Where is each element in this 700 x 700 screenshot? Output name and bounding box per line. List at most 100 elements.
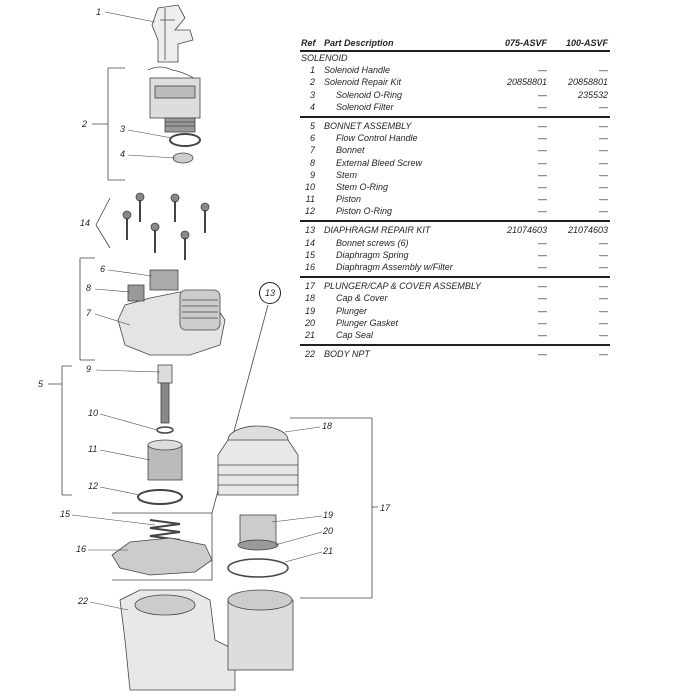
part-description: BONNET ASSEMBLY [324, 120, 412, 131]
group-divider [300, 115, 610, 118]
part-number-100-asvf: — [599, 101, 608, 112]
callout-15: 15 [60, 509, 71, 519]
part-number-075-asvf: — [538, 237, 547, 248]
part-description: Solenoid Repair Kit [324, 77, 402, 88]
callout-13: 13 [259, 282, 281, 304]
part-number-075-asvf: — [538, 329, 547, 340]
ref-number: 14 [304, 237, 315, 248]
part-description: Piston O-Ring [336, 206, 393, 217]
callout-6: 6 [100, 264, 106, 274]
table-header: Ref Part Description 075-ASVF 100-ASVF [300, 38, 610, 52]
stem-o-ring-part [156, 426, 174, 434]
ref-number: 2 [309, 77, 315, 88]
part-number-075-asvf: — [538, 349, 547, 360]
part-number-100-asvf: — [599, 249, 608, 260]
callout-10: 10 [88, 408, 99, 418]
part-number-075-asvf: — [538, 65, 547, 76]
part-number-075-asvf: — [538, 317, 547, 328]
part-number-100-asvf: — [599, 349, 608, 360]
part-number-100-asvf: — [599, 181, 608, 192]
part-description: Bonnet screws (6) [336, 237, 409, 248]
piston-o-ring-part [137, 489, 183, 505]
callout-21: 21 [323, 546, 334, 556]
callout-1: 1 [96, 7, 102, 17]
part-number-100-asvf: — [599, 293, 608, 304]
callout-12: 12 [88, 481, 99, 491]
part-number-075-asvf: — [538, 169, 547, 180]
ref-number: 6 [309, 133, 315, 144]
part-description: Stem [336, 169, 358, 180]
ref-number: 3 [309, 89, 315, 100]
bracket-5 [48, 365, 72, 496]
part-number-100-asvf: — [599, 120, 608, 131]
group-divider [300, 276, 610, 279]
part-number-075-asvf: 21074603 [506, 225, 547, 236]
bonnet-part [117, 269, 226, 356]
part-number-100-asvf: 21074603 [567, 225, 608, 236]
part-number-075-asvf: — [538, 249, 547, 260]
ref-number: 9 [309, 169, 315, 180]
parts-table: Ref Part Description 075-ASVF 100-ASVF S… [300, 38, 610, 360]
part-number-075-asvf: — [538, 293, 547, 304]
callout-14: 14 [80, 218, 91, 228]
solenoid-part [147, 66, 201, 133]
part-description: External Bleed Screw [336, 157, 423, 168]
callout-19: 19 [323, 510, 334, 520]
part-number-100-asvf: — [599, 206, 608, 217]
kit-box [112, 512, 213, 581]
part-description: Stem O-Ring [336, 181, 389, 192]
header-description: Part Description [324, 38, 394, 48]
part-description: Solenoid Filter [336, 101, 394, 112]
section-title: SOLENOID [301, 53, 348, 63]
callout-7: 7 [86, 308, 92, 318]
part-description: Flow Control Handle [336, 133, 418, 144]
callout-20: 20 [323, 526, 334, 536]
ref-number: 17 [304, 281, 315, 292]
part-description: Diaphragm Spring [336, 249, 409, 260]
part-description: Solenoid O-Ring [336, 89, 403, 100]
ref-number: 7 [309, 145, 315, 156]
group-divider [300, 344, 610, 347]
part-number-075-asvf: — [538, 281, 547, 292]
callout-22: 22 [78, 596, 89, 606]
ref-number: 4 [309, 101, 315, 112]
part-number-075-asvf: — [538, 145, 547, 156]
part-description: Cap Seal [336, 329, 374, 340]
part-number-075-asvf: — [538, 194, 547, 205]
part-number-075-asvf: — [538, 133, 547, 144]
callout-17: 17 [380, 503, 391, 513]
part-number-100-asvf: — [599, 157, 608, 168]
ref-number: 15 [304, 249, 315, 260]
ref-number: 19 [304, 305, 315, 316]
ref-number: 1 [309, 65, 315, 76]
ref-number: 22 [304, 349, 315, 360]
callout-2: 2 [82, 119, 88, 129]
plunger-gasket-part [237, 539, 279, 551]
ref-number: 20 [304, 317, 315, 328]
header-100-asvf: 100-ASVF [565, 38, 608, 48]
part-number-100-asvf: — [599, 194, 608, 205]
callout-11: 11 [88, 444, 98, 454]
part-number-100-asvf: 235532 [577, 89, 608, 100]
part-number-075-asvf: 20858801 [506, 77, 547, 88]
part-description: Piston [336, 194, 362, 205]
cap-and-cover-part [217, 425, 299, 496]
part-number-100-asvf: — [599, 317, 608, 328]
part-description: PLUNGER/CAP & COVER ASSEMBLY [324, 281, 482, 292]
part-number-075-asvf: — [538, 262, 547, 272]
ref-number: 18 [304, 293, 315, 304]
ref-number: 16 [304, 262, 315, 272]
callout-4: 4 [120, 149, 126, 159]
part-number-100-asvf: — [599, 329, 608, 340]
part-description: Cap & Cover [336, 293, 388, 304]
